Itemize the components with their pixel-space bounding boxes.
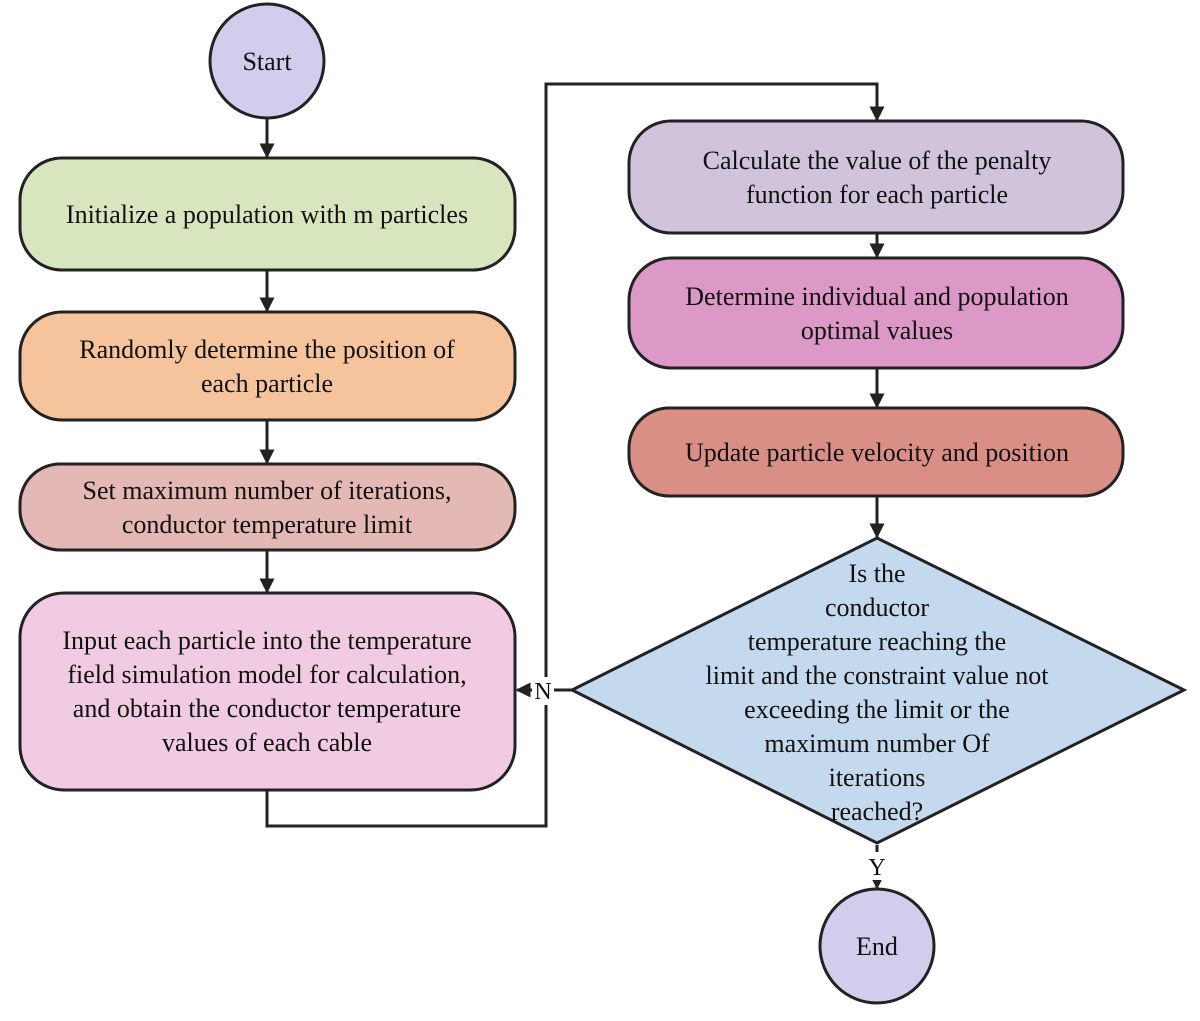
decision-line: iterations [829, 763, 926, 792]
initialize-line: Initialize a population with m particles [66, 200, 468, 229]
decision-line: Is the [848, 559, 905, 588]
no-label: N [534, 679, 551, 705]
penalty-line: function for each particle [746, 180, 1008, 209]
yes-branch-label: Y [866, 852, 888, 881]
randomly-box: Randomly determine the position of each p… [18, 310, 517, 422]
update-text: Update particle velocity and position [685, 438, 1069, 467]
set-max-text: Set maximum number of iterations, conduct… [83, 476, 452, 539]
no-branch-label: N [532, 677, 554, 705]
arrow-input-to-penalty [265, 82, 885, 828]
start-label: Start [242, 47, 292, 76]
update-line: Update particle velocity and position [685, 438, 1069, 467]
end-line: End [856, 932, 898, 961]
end-node: End [818, 887, 936, 1005]
determine-line: optimal values [801, 316, 953, 345]
randomly-line: Randomly determine the position of [79, 335, 455, 364]
decision-line: maximum number Of [764, 729, 990, 758]
penalty-box: Calculate the value of the penalty functi… [627, 119, 1125, 235]
input-line: and obtain the conductor temperature [73, 694, 461, 723]
set-max-box: Set maximum number of iterations, conduct… [18, 462, 517, 552]
decision-line: limit and the constraint value not [706, 661, 1050, 690]
end-label: End [856, 932, 898, 961]
decision-line: conductor [825, 593, 929, 622]
determine-text: Determine individual and population optim… [685, 282, 1068, 345]
initialize-text: Initialize a population with m particles [66, 200, 468, 229]
input-box: Input each particle into the temperature… [18, 591, 517, 792]
decision-line: exceeding the limit or the [744, 695, 1010, 724]
determine-box: Determine individual and population optim… [627, 256, 1125, 370]
input-line: field simulation model for calculation, [67, 660, 466, 689]
input-text: Input each particle into the temperature… [62, 626, 471, 757]
penalty-line: Calculate the value of the penalty [703, 146, 1052, 175]
update-box: Update particle velocity and position [627, 406, 1125, 498]
randomly-text: Randomly determine the position of each p… [79, 335, 455, 398]
input-line: values of each cable [162, 728, 372, 757]
initialize-box: Initialize a population with m particles [18, 156, 517, 272]
yes-label: Y [868, 855, 885, 881]
decision-line: reached? [831, 797, 923, 826]
set-max-line: conductor temperature limit [122, 510, 413, 539]
input-line: Input each particle into the temperature [62, 626, 471, 655]
determine-line: Determine individual and population [685, 282, 1068, 311]
penalty-text: Calculate the value of the penalty functi… [703, 146, 1052, 209]
set-max-line: Set maximum number of iterations, [83, 476, 452, 505]
decision-text: Is the conductor temperature reaching the l… [706, 559, 1050, 826]
start-node: Start [208, 2, 326, 120]
start-line: Start [242, 47, 292, 76]
decision-line: temperature reaching the [748, 627, 1006, 656]
randomly-line: each particle [201, 369, 333, 398]
decision-diamond: Is the conductor temperature reaching the l… [568, 536, 1188, 845]
